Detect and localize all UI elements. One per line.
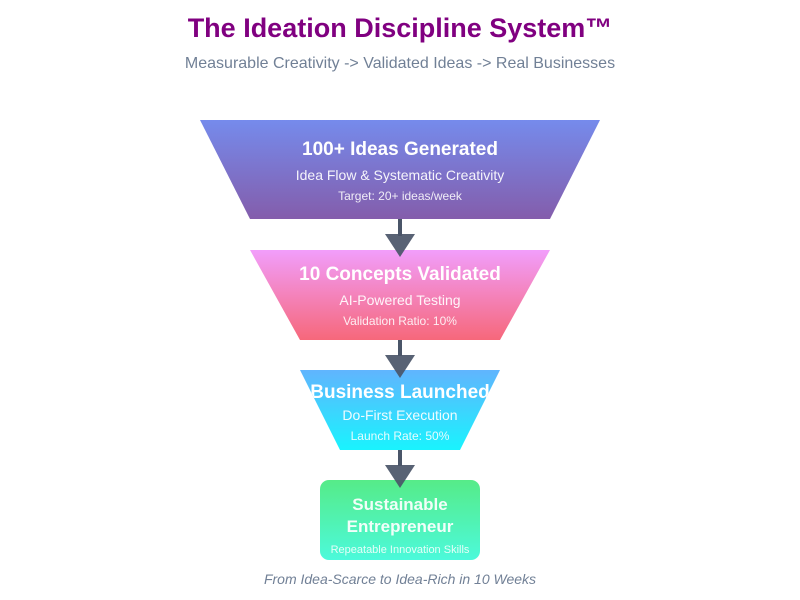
stage-2-shape: [250, 250, 550, 340]
outcome-box: Sustainable Entrepreneur Repeatable Inno…: [320, 480, 480, 560]
arrowhead-3-icon: [385, 465, 415, 488]
funnel-stage-ideas: 100+ Ideas Generated Idea Flow & Systema…: [200, 120, 600, 219]
arrowhead-1-icon: [385, 234, 415, 257]
funnel-stage-concepts: 10 Concepts Validated AI-Powered Testing…: [250, 250, 550, 340]
stage-2-subtitle: AI-Powered Testing: [339, 292, 460, 308]
funnel-stage-launch: Business Launched Do-First Execution Lau…: [300, 370, 500, 450]
stage-1-shape: [200, 120, 600, 219]
footer-tagline: From Idea-Scarce to Idea-Rich in 10 Week…: [263, 571, 537, 587]
outcome-title-line-2: Entrepreneur: [347, 517, 454, 536]
stage-3-title: Business Launched: [310, 382, 490, 403]
stage-1-subtitle: Idea Flow & Systematic Creativity: [296, 167, 505, 183]
stage-3-metric: Launch Rate: 50%: [351, 429, 450, 443]
stage-3-subtitle: Do-First Execution: [342, 407, 457, 423]
outcome-title-line-1: Sustainable: [352, 495, 447, 514]
outcome-shape: [320, 480, 480, 560]
arrowhead-2-icon: [385, 355, 415, 378]
page-title: The Ideation Discipline System™: [187, 13, 613, 43]
outcome-subtitle: Repeatable Innovation Skills: [331, 544, 470, 556]
stage-1-title: 100+ Ideas Generated: [302, 139, 498, 160]
stage-2-metric: Validation Ratio: 10%: [343, 314, 457, 328]
stage-1-metric: Target: 20+ ideas/week: [338, 189, 463, 203]
stage-3-shape: [300, 370, 500, 450]
page-subtitle: Measurable Creativity -> Validated Ideas…: [184, 55, 616, 72]
stage-2-title: 10 Concepts Validated: [299, 264, 501, 285]
